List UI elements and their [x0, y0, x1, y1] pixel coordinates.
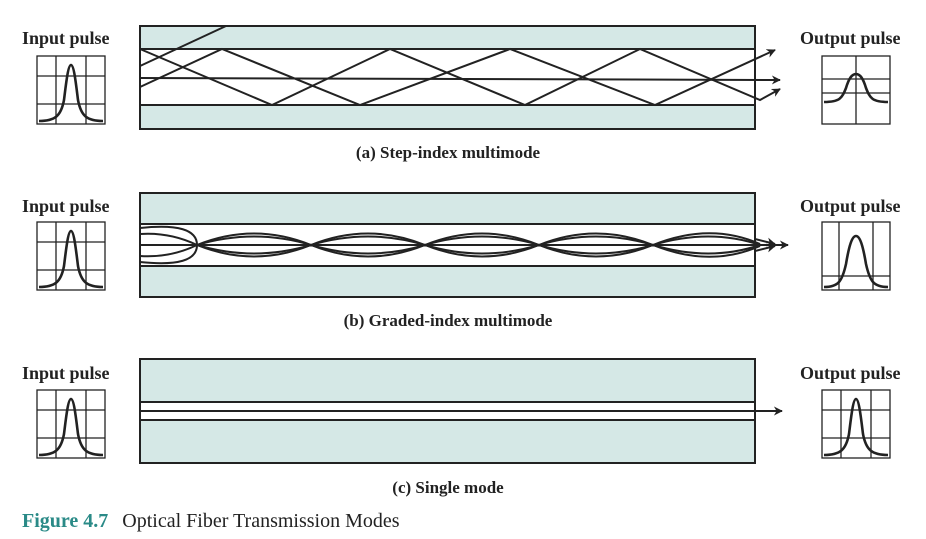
- output-pulse-label: Output pulse: [800, 28, 901, 48]
- input-pulse-curve: [38, 63, 104, 123]
- figure-number: Figure 4.7: [22, 510, 108, 532]
- zigzag-ray-1: [139, 47, 781, 107]
- input-pulse-label: Input pulse: [22, 196, 110, 216]
- figure-title: Optical Fiber Transmission Modes: [122, 510, 399, 532]
- input-pulse-graph: [36, 55, 106, 125]
- caption-step-index: (a) Step-index multimode: [356, 143, 541, 162]
- zigzag-ray-2: [139, 47, 776, 107]
- caption-graded-index: (b) Graded-index multimode: [344, 311, 553, 330]
- input-pulse-curve: [38, 229, 104, 289]
- output-pulse-graph: [821, 389, 891, 459]
- output-pulse-curve: [823, 234, 889, 289]
- graded-index-fiber: [139, 192, 789, 298]
- caption-single-mode: (c) Single mode: [392, 478, 504, 497]
- escaping-ray: [139, 25, 227, 67]
- output-pulse-graph: [821, 221, 891, 291]
- input-pulse-label: Input pulse: [22, 363, 110, 383]
- input-pulse-curve: [38, 397, 104, 457]
- input-pulse-graph: [36, 389, 106, 459]
- output-pulse-label: Output pulse: [800, 363, 901, 383]
- panel-graded-index: Input pulse Output pulse: [22, 192, 901, 330]
- output-pulse-curve: [823, 72, 889, 104]
- input-pulse-graph: [36, 221, 106, 291]
- step-index-fiber: [139, 25, 781, 130]
- single-mode-fiber: [139, 358, 783, 464]
- panel-step-index: Input pulse Output pulse: [22, 25, 901, 162]
- graded-ray-bundle: [139, 225, 789, 265]
- figure-caption: Figure 4.7 Optical Fiber Transmission Mod…: [22, 510, 400, 532]
- output-pulse-label: Output pulse: [800, 196, 901, 216]
- input-pulse-label: Input pulse: [22, 28, 110, 48]
- core: [139, 48, 756, 106]
- panel-single-mode: Input pulse Output pulse (c) Single mode: [22, 358, 901, 497]
- output-pulse-graph: [821, 55, 891, 125]
- output-pulse-curve: [823, 397, 889, 457]
